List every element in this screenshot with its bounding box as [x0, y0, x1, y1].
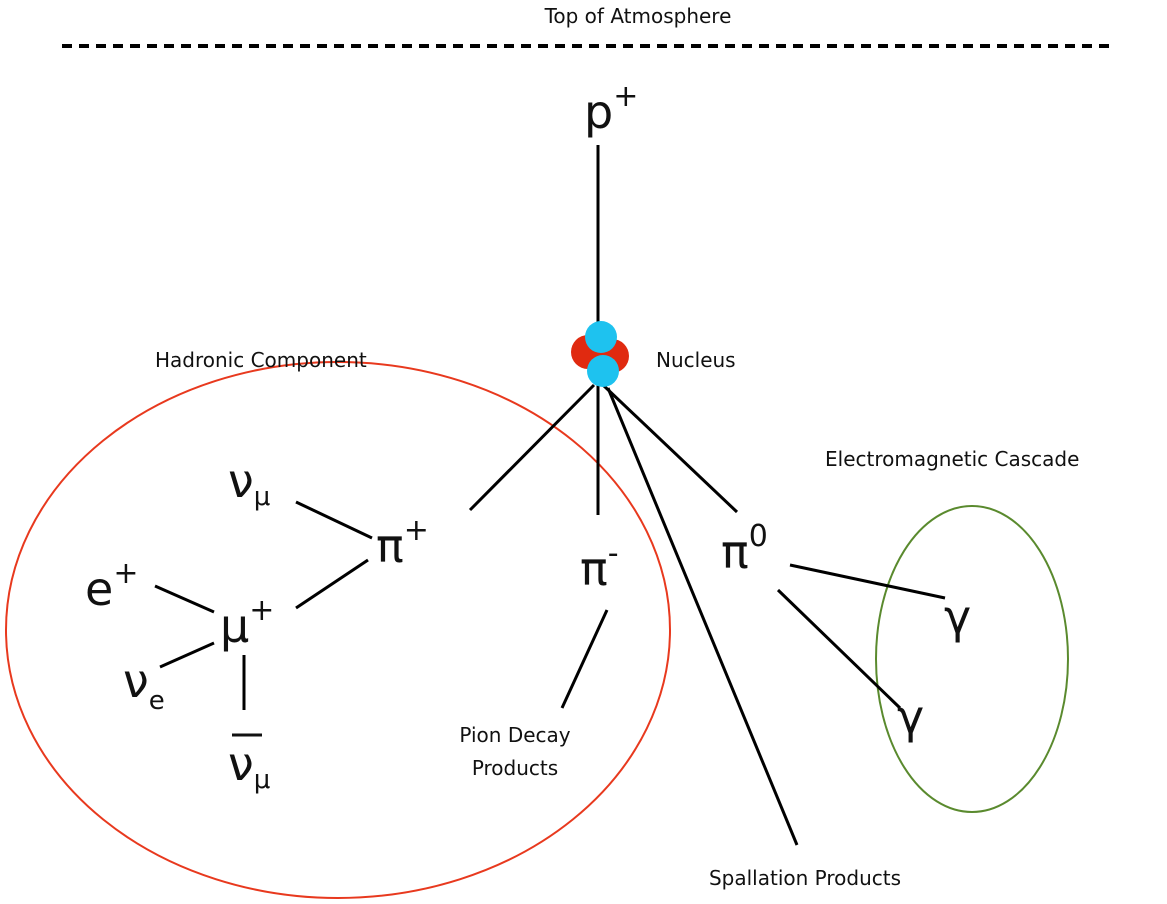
- line-pizero-gamma2: [776, 588, 902, 710]
- muon-antineutrino-symbol: νμ: [228, 737, 270, 795]
- muon-plus-symbol: μ+: [220, 593, 274, 653]
- electromagnetic-cascade-label: Electromagnetic Cascade: [825, 447, 1079, 471]
- line-piminus-decay-products: [560, 609, 609, 709]
- pi-plus-symbol: π+: [376, 513, 429, 573]
- nucleus-label: Nucleus: [656, 348, 736, 372]
- pi-zero-symbol: π0: [721, 519, 768, 579]
- muon-neutrino-symbol: νμ: [228, 454, 270, 512]
- line-pizero-gamma1: [789, 563, 946, 600]
- line-muplus-nue: [159, 641, 215, 669]
- proton-symbol: p+: [584, 79, 638, 139]
- neutron-ball: [585, 321, 617, 353]
- line-muplus-positron: [154, 584, 215, 614]
- line-nucleus-spallation: [606, 387, 799, 846]
- positron-symbol: e+: [85, 556, 138, 616]
- line-piplus-numu: [295, 500, 373, 540]
- pion-decay-products-label: Products: [472, 756, 558, 780]
- line-nucleus-pizero: [601, 383, 739, 514]
- electromagnetic-cascade-ellipse: [875, 505, 1069, 813]
- pi-minus-symbol: π-: [580, 536, 619, 596]
- hadronic-component-ellipse: [5, 361, 671, 899]
- electron-neutrino-symbol: νe: [123, 654, 165, 716]
- spallation-products-label: Spallation Products: [709, 866, 901, 890]
- nucleus-icon: [571, 321, 629, 387]
- top-of-atmosphere-label: Top of Atmosphere: [544, 4, 732, 28]
- neutron-ball: [587, 355, 619, 387]
- pion-decay-label: Pion Decay: [459, 723, 570, 747]
- gamma-symbol: γ: [897, 690, 924, 744]
- gamma-symbol: γ: [944, 590, 971, 644]
- hadronic-component-label: Hadronic Component: [155, 348, 367, 372]
- line-nucleus-piplus: [468, 383, 596, 512]
- line-piplus-muplus: [295, 558, 369, 610]
